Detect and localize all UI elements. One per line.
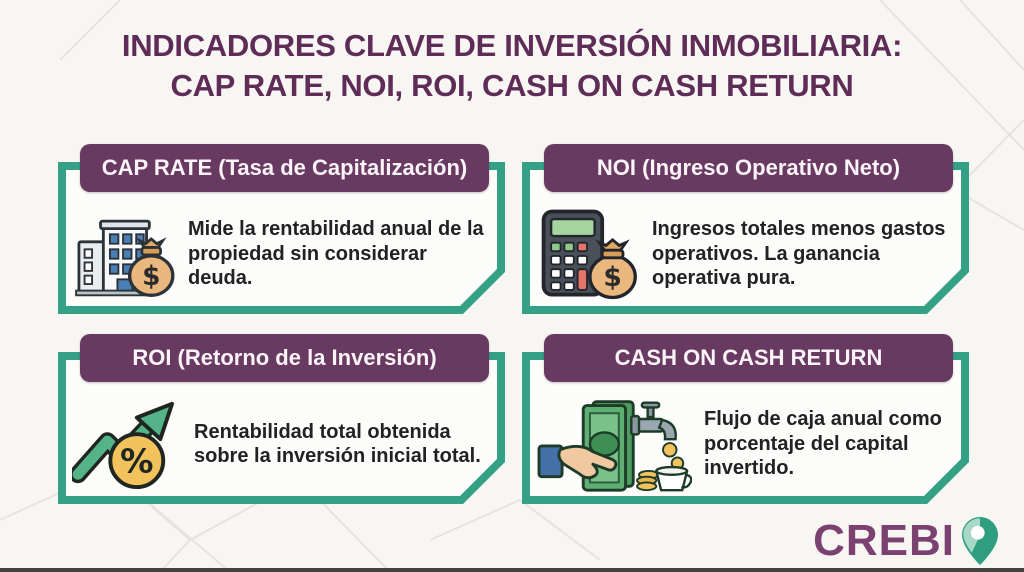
card-roi-header: ROI (Retorno de la Inversión) — [80, 334, 489, 382]
svg-text:$: $ — [603, 262, 621, 293]
bottom-edge-strip — [0, 568, 1024, 572]
card-roi: ROI (Retorno de la Inversión) % Rentabil… — [58, 334, 505, 506]
page-title-line2: CAP RATE, NOI, ROI, CASH ON CASH RETURN — [170, 68, 854, 104]
card-noi-header: NOI (Ingreso Operativo Neto) — [544, 144, 953, 192]
cash-hand-faucet-icon — [536, 394, 692, 494]
location-pin-icon — [962, 517, 998, 565]
card-cash-on-cash-description: Flujo de caja anual como porcentaje del … — [704, 408, 942, 480]
calculator-money-bag-icon: $ — [536, 206, 640, 302]
building-money-bag-icon: $ — [72, 208, 176, 300]
card-roi-description: Rentabilidad total obtenida sobre la inv… — [194, 420, 481, 467]
card-noi: NOI (Ingreso Operativo Neto) — [522, 144, 969, 316]
crebi-logo: CREBI — [813, 516, 998, 566]
page-title: INDICADORES CLAVE DE INVERSIÓN INMOBILIA… — [0, 26, 1024, 107]
card-noi-description: Ingresos totales menos gastos operativos… — [652, 218, 946, 290]
svg-text:%: % — [120, 441, 153, 480]
card-cap-rate-header: CAP RATE (Tasa de Capitalización) — [80, 144, 489, 192]
card-cash-on-cash-header: CASH ON CASH RETURN — [544, 334, 953, 382]
crebi-logo-text: CREBI — [813, 516, 955, 565]
card-cap-rate: CAP RATE (Tasa de Capitalización) — [58, 144, 505, 316]
page-title-line1: INDICADORES CLAVE DE INVERSIÓN INMOBILIA… — [121, 28, 903, 63]
card-cash-on-cash: CASH ON CASH RETURN — [522, 334, 969, 506]
growth-arrow-percent-icon: % — [72, 396, 182, 492]
svg-text:$: $ — [142, 262, 160, 292]
card-cap-rate-description: Mide la rentabilidad anual de la propied… — [188, 218, 484, 290]
